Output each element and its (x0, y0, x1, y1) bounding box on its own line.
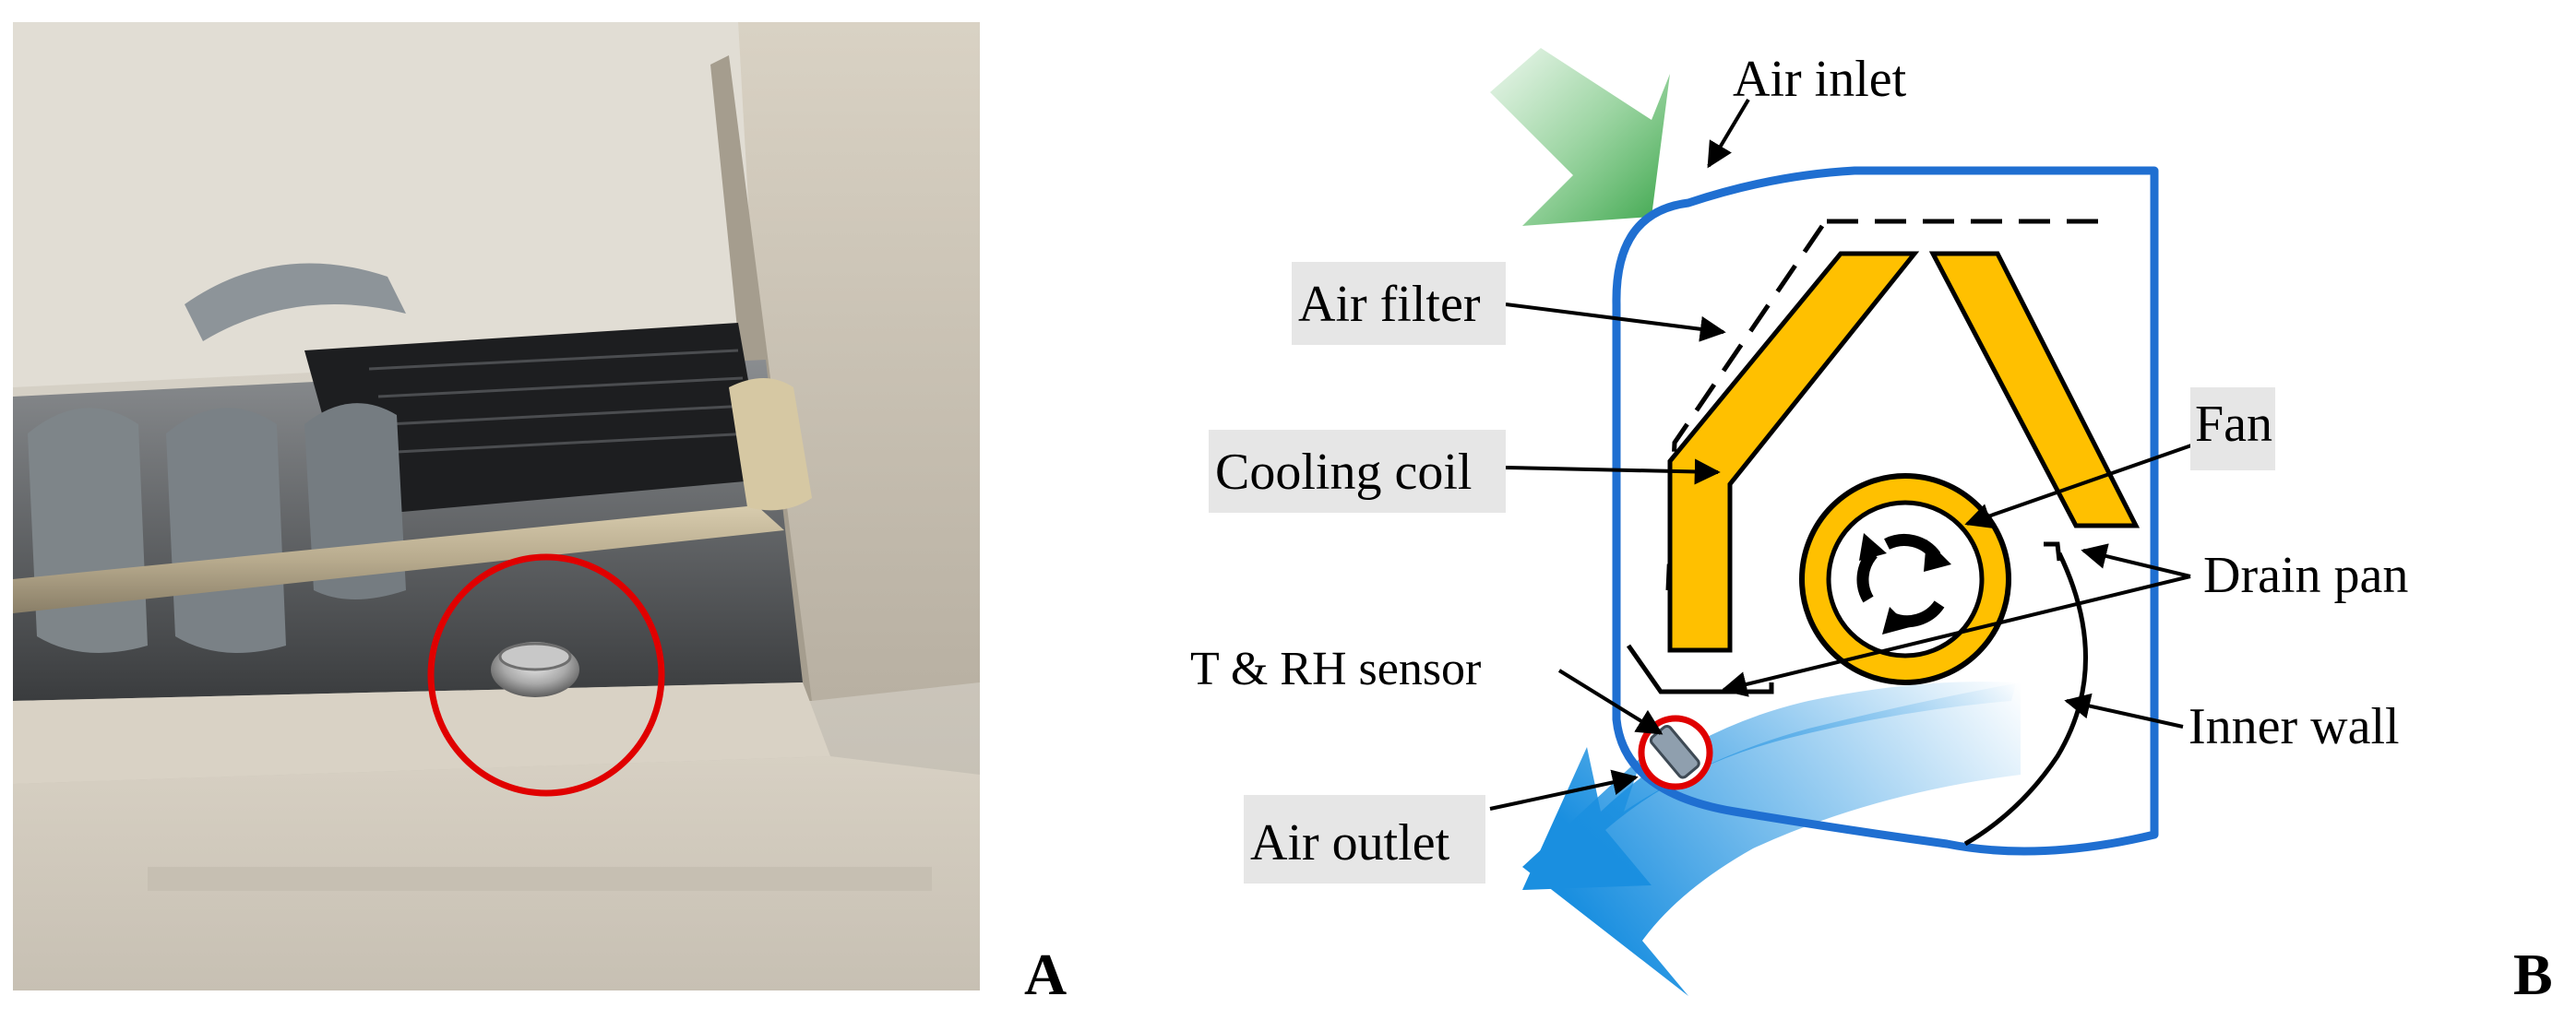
label-air-inlet: Air inlet (1733, 51, 1907, 108)
panel-a-letter: A (1024, 942, 1067, 1007)
drain-pan-rear (2044, 541, 2062, 562)
outlet-airflow (1522, 682, 2021, 996)
filter-clip (185, 263, 406, 341)
heat-exchanger-fins (368, 349, 753, 454)
drain-pan-front (1626, 644, 1774, 694)
cooling-coil-right (1928, 251, 2141, 528)
label-bg-cooling-coil (1209, 430, 1506, 513)
label-cooling-coil: Cooling coil (1215, 444, 1472, 501)
label-air-filter: Air filter (1298, 276, 1481, 333)
label-sensor: T & RH sensor (1190, 643, 1481, 695)
support-rod (13, 505, 784, 613)
louver-bracket (28, 408, 148, 653)
heat-exchanger (304, 323, 766, 516)
circular-arrow-heads (1859, 533, 1951, 635)
label-drain-pan: Drain pan (2203, 547, 2408, 604)
label-bg-air-filter (1292, 262, 1506, 345)
label-inner-wall: Inner wall (2188, 698, 2400, 755)
bottom-groove (148, 867, 932, 891)
label-air-outlet: Air outlet (1250, 814, 1450, 872)
label-fan: Fan (2195, 396, 2272, 453)
schematic-panel-b (1209, 48, 2275, 996)
inner-wall (1963, 552, 2088, 847)
leader-lines (1489, 98, 2192, 811)
panel-b-letter: B (2513, 942, 2553, 1007)
photo-panel-a (13, 22, 980, 990)
sensor-highlight-circle (427, 553, 665, 797)
inlet-arrow-icon (1490, 48, 1670, 226)
cooling-coil-left (1667, 251, 1920, 653)
sensor-top (498, 642, 572, 671)
rod-hinge (729, 378, 812, 511)
louver-bracket (166, 408, 286, 653)
label-bg-air-outlet (1244, 795, 1485, 884)
label-bg-fan (2190, 387, 2275, 470)
indoor-unit-casing (1612, 166, 2159, 856)
front-panel (738, 22, 980, 701)
